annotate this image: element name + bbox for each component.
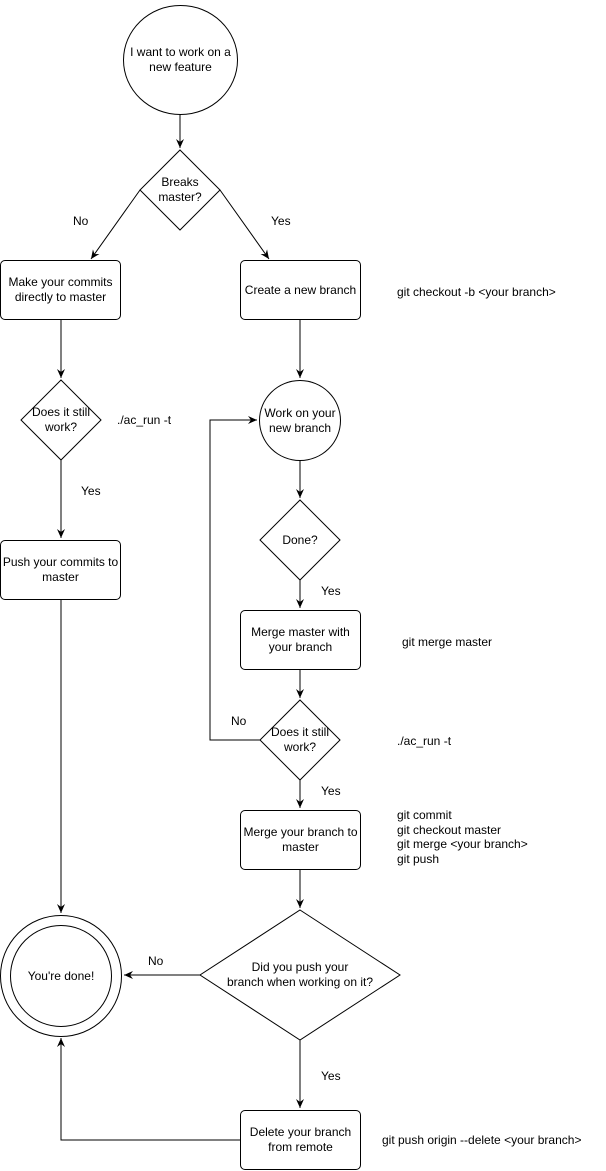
edge-check-right-no: [209, 416, 260, 741]
push-commits-box: Push your commits to master: [0, 540, 121, 600]
done-decision: Done?: [260, 530, 340, 550]
pushed-branch-label: Did you push your branch when working on…: [226, 960, 374, 989]
work-branch-circle: Work on your new branch: [259, 380, 341, 461]
edge-breaks-no: [90, 189, 141, 260]
done-label: Done?: [282, 532, 318, 547]
edge-label-yes-still-work: Yes: [321, 784, 341, 798]
command-checkout: git checkout -b <your branch>: [397, 285, 556, 299]
edge-delete-to-finish: [57, 1038, 240, 1141]
edge-breaks-yes: [219, 189, 270, 260]
edge-label-yes-pushed: Yes: [321, 1069, 341, 1083]
command-ac-run-right: ./ac_run -t: [397, 734, 452, 748]
breaks-master-label: Breaks master?: [158, 175, 202, 204]
still-work-left-label: Does it still work?: [31, 405, 90, 434]
edge-label-yes-done: Yes: [321, 584, 341, 598]
still-work-left-decision: Does it still work?: [21, 400, 101, 440]
edge-label-no-breaks: No: [73, 214, 89, 228]
create-branch-label: Create a new branch: [244, 282, 357, 297]
push-commits-label: Push your commits to master: [2, 555, 119, 584]
finished-node: You're done!: [0, 915, 122, 1037]
start-node: I want to work on a new feature: [123, 5, 238, 115]
edge-label-no-still-work: No: [231, 714, 247, 728]
delete-branch-box: Delete your branch from remote: [240, 1110, 361, 1170]
edge-label-no-pushed: No: [148, 954, 164, 968]
still-work-right-decision: Does it still work?: [260, 720, 340, 760]
command-merge: git merge master: [402, 635, 493, 649]
commit-direct-label: Make your commits directly to master: [8, 275, 113, 304]
commit-direct-box: Make your commits directly to master: [0, 260, 121, 320]
merge-master-box: Merge master with your branch: [240, 610, 361, 670]
command-ac-run-left: ./ac_run -t: [117, 413, 172, 427]
start-node-label: I want to work on a new feature: [130, 45, 231, 74]
still-work-right-label: Does it still work?: [270, 725, 329, 754]
create-branch-box: Create a new branch: [240, 260, 361, 320]
command-delete-remote: git push origin --delete <your branch>: [382, 1133, 582, 1147]
pushed-branch-decision: Did you push your branch when working on…: [220, 955, 380, 995]
merge-branch-box: Merge your branch to master: [240, 810, 361, 870]
edge-label-yes-left-work: Yes: [81, 484, 101, 498]
finished-label: You're done!: [27, 968, 95, 983]
breaks-master-decision: Breaks master?: [140, 170, 220, 210]
delete-branch-label: Delete your branch from remote: [249, 1125, 352, 1154]
finished-inner-ring: You're done!: [10, 925, 112, 1027]
edge-label-yes-breaks: Yes: [271, 214, 291, 228]
merge-branch-label: Merge your branch to master: [243, 825, 358, 854]
command-finalize: git commit git checkout master git merge…: [397, 808, 528, 866]
work-branch-label: Work on your new branch: [264, 405, 336, 435]
breaks-master-diamond: [139, 149, 221, 231]
merge-master-label: Merge master with your branch: [251, 625, 350, 654]
